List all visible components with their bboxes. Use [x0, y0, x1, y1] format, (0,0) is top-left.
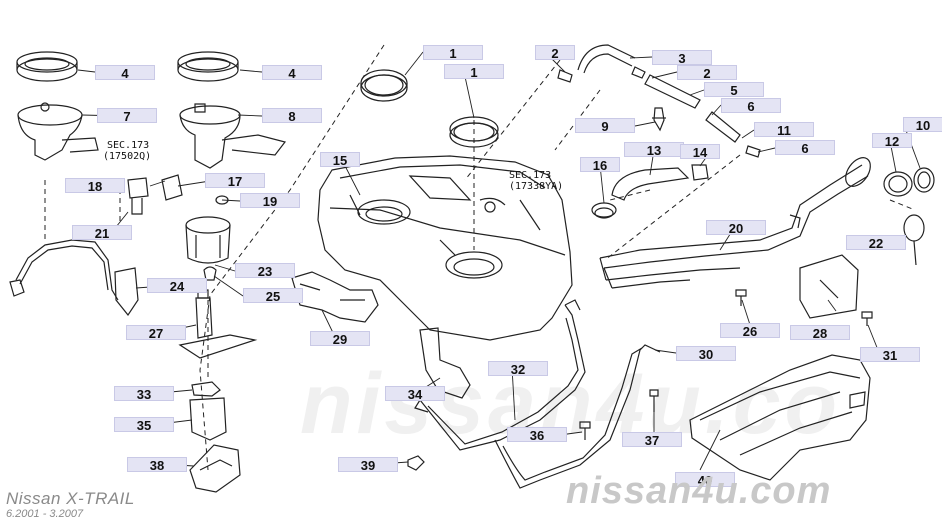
production-dates: 6.2001 - 3.2007 [6, 508, 84, 520]
hose-clamp-14 [691, 164, 709, 181]
filler-tube [599, 157, 871, 289]
callout-5[interactable]: 5 [704, 82, 764, 98]
fuel-sender-harness [9, 239, 139, 317]
fuel-tank [317, 155, 573, 341]
callout-9[interactable]: 9 [575, 118, 635, 134]
callout-7[interactable]: 7 [97, 108, 157, 124]
o-ring-upper [360, 69, 408, 102]
callout-21[interactable]: 21 [72, 225, 132, 241]
lock-ring-right [177, 51, 239, 82]
callout-23[interactable]: 23 [235, 263, 295, 279]
callout-8[interactable]: 8 [262, 108, 322, 124]
callout-37[interactable]: 37 [622, 432, 682, 448]
callout-1-lower[interactable]: 1 [444, 64, 504, 80]
vent-hoses [557, 44, 761, 158]
callout-22[interactable]: 22 [846, 235, 906, 251]
callout-31[interactable]: 31 [860, 347, 920, 363]
callout-36[interactable]: 36 [507, 427, 567, 443]
section-ref-left-line2: (17502Q) [103, 151, 152, 162]
tank-band-32 [414, 299, 586, 451]
sender-connector [127, 177, 149, 215]
watermark-text: nissan4u.co [300, 356, 842, 452]
callout-4-right[interactable]: 4 [262, 65, 322, 81]
hose-clamp-16 [591, 202, 617, 219]
cap-tether-ring [903, 214, 925, 266]
callout-3[interactable]: 3 [652, 50, 712, 66]
callout-40[interactable]: 40 [675, 472, 735, 488]
callout-34[interactable]: 34 [385, 386, 445, 402]
bolt-37 [649, 389, 659, 412]
cap-seal-ring [883, 171, 913, 197]
strap-bracket-34 [419, 327, 471, 399]
callout-20[interactable]: 20 [706, 220, 766, 236]
pump-strainer-38 [189, 444, 241, 493]
pump-grommet [203, 266, 217, 281]
callout-32[interactable]: 32 [488, 361, 548, 377]
bolt-36 [579, 421, 591, 440]
section-ref-right-line2: (17338YA) [509, 181, 564, 192]
callout-27[interactable]: 27 [126, 325, 186, 341]
callout-16[interactable]: 16 [580, 157, 620, 173]
callout-24[interactable]: 24 [147, 278, 207, 294]
heat-shield [689, 354, 871, 481]
pump-retainer-33 [191, 381, 221, 397]
callout-10[interactable]: 10 [903, 117, 942, 133]
callout-19[interactable]: 19 [240, 193, 300, 209]
section-ref-left-line1: SEC.173 [107, 140, 150, 151]
callout-33[interactable]: 33 [114, 386, 174, 402]
lock-ring-left [16, 51, 78, 82]
fuel-level-sender-unit [17, 102, 99, 161]
bolt-26 [735, 289, 747, 306]
callout-14[interactable]: 14 [680, 144, 720, 160]
callout-29[interactable]: 29 [310, 331, 370, 347]
clip-17 [161, 174, 183, 201]
callout-38[interactable]: 38 [127, 457, 187, 473]
callout-2-right[interactable]: 2 [677, 65, 737, 81]
nut-39 [407, 455, 425, 471]
callout-17[interactable]: 17 [205, 173, 265, 189]
callout-18[interactable]: 18 [65, 178, 125, 194]
callout-39[interactable]: 39 [338, 457, 398, 473]
fuel-pump-body [185, 195, 231, 264]
tank-band-30 [494, 344, 661, 489]
callout-6-upper[interactable]: 6 [721, 98, 781, 114]
callout-6-lower[interactable]: 6 [775, 140, 835, 156]
callout-12[interactable]: 12 [872, 133, 912, 149]
filler-hose [611, 167, 690, 201]
callout-25[interactable]: 25 [243, 288, 303, 304]
callout-11[interactable]: 11 [754, 122, 814, 138]
tank-mounting-bracket [291, 271, 379, 323]
callout-28[interactable]: 28 [790, 325, 850, 341]
model-name: Nissan X-TRAIL [6, 489, 135, 508]
bolt-31 [861, 311, 873, 326]
filler-bracket [799, 254, 859, 319]
callout-26[interactable]: 26 [720, 323, 780, 339]
brand-logo-text: nissan4u.com [566, 470, 832, 512]
clip-fastener [652, 107, 666, 132]
callout-1-upper[interactable]: 1 [423, 45, 483, 61]
section-ref-right-line1: SEC.173 [509, 170, 552, 181]
callout-4-left[interactable]: 4 [95, 65, 155, 81]
callout-15[interactable]: 15 [320, 152, 360, 168]
filler-cap [913, 167, 935, 193]
callout-35[interactable]: 35 [114, 417, 174, 433]
callout-13[interactable]: 13 [624, 142, 684, 158]
callout-30[interactable]: 30 [676, 346, 736, 362]
pump-reservoir-35 [189, 397, 227, 441]
callout-2-left[interactable]: 2 [535, 45, 575, 61]
